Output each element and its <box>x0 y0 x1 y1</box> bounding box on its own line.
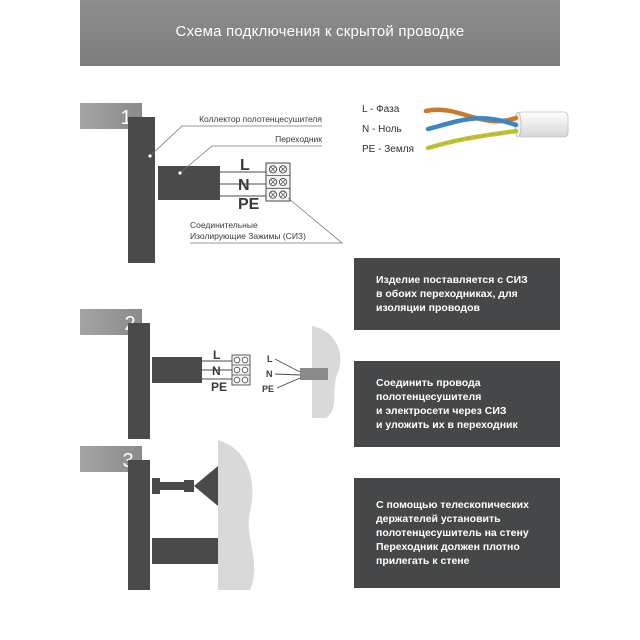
step-2-letter-l: L <box>213 348 220 362</box>
step-1-letter-n: N <box>238 177 250 194</box>
step-3-telescopic-holder <box>152 466 218 506</box>
step-2-adapter <box>152 357 202 383</box>
step-3-wall <box>218 440 255 590</box>
info-box-3: С помощью телескопических держателей уст… <box>354 478 560 588</box>
info-box-1-line-3: изоляции проводов <box>376 302 480 314</box>
info-box-2-line-3: и электросети через СИЗ <box>376 405 507 417</box>
step-3: 3 <box>80 440 255 590</box>
step-1-collector <box>128 117 155 263</box>
step-2-wall-letter-l: L <box>267 354 273 364</box>
wire-legend: L - Фаза N - Ноль PE - Земля <box>362 104 569 155</box>
step-2: 2 L N PE L N PE <box>80 309 341 439</box>
info-box-3-line-2: держателей установить <box>376 513 501 525</box>
info-box-3-line-5: прилегать к стене <box>376 555 470 567</box>
step-2-wall-letter-n: N <box>266 369 273 379</box>
step-3-collector <box>128 460 150 590</box>
info-box-2-line-2: полотенцесушителя <box>376 391 482 403</box>
label-collector: Коллектор полотенцесушителя <box>199 114 322 124</box>
step-2-clamp-block <box>231 354 251 386</box>
legend-ground: PE - Земля <box>362 144 414 155</box>
info-box-2: Соединить провода полотенцесушителя и эл… <box>354 361 560 447</box>
step-1-number: 1 <box>120 107 131 129</box>
step-1-letter-l: L <box>240 157 250 174</box>
label-adapter: Переходник <box>275 134 322 144</box>
info-box-1: Изделие поставляется с СИЗ в обоих перех… <box>354 258 560 330</box>
step-1-adapter <box>158 166 220 200</box>
step-2-wall-outlet <box>300 368 328 380</box>
info-box-3-line-3: полотенцесушитель на стену <box>376 527 529 539</box>
legend-phase: L - Фаза <box>362 104 400 115</box>
step-2-collector <box>128 323 150 439</box>
info-box-2-line-4: и уложить их в переходник <box>376 419 518 431</box>
cable-illustration <box>423 107 569 151</box>
info-box-3-line-1: С помощью телескопических <box>376 499 529 511</box>
page-title: Схема подключения к скрытой проводке <box>80 0 560 66</box>
step-2-letter-n: N <box>212 364 221 378</box>
info-box-1-line-2: в обоих переходниках, для <box>376 288 518 300</box>
step-1-letter-pe: PE <box>238 196 260 213</box>
step-1: 1 L N PE Коллектор полотенцесушителя <box>80 103 344 263</box>
step-1-clamp-block <box>265 162 291 202</box>
label-clamps-line1: Соединительные <box>190 220 258 230</box>
label-clamps-line2: Изолирующие Зажимы (СИЗ) <box>190 231 306 241</box>
info-box-3-line-4: Переходник должен плотно <box>376 541 520 553</box>
step-3-adapter <box>152 538 218 564</box>
step-2-wall-letter-pe: PE <box>262 384 274 394</box>
legend-neutral: N - Ноль <box>362 124 402 135</box>
info-box-1-line-1: Изделие поставляется с СИЗ <box>376 274 528 286</box>
info-box-2-line-1: Соединить провода <box>376 377 481 389</box>
step-2-letter-pe: PE <box>211 380 227 394</box>
